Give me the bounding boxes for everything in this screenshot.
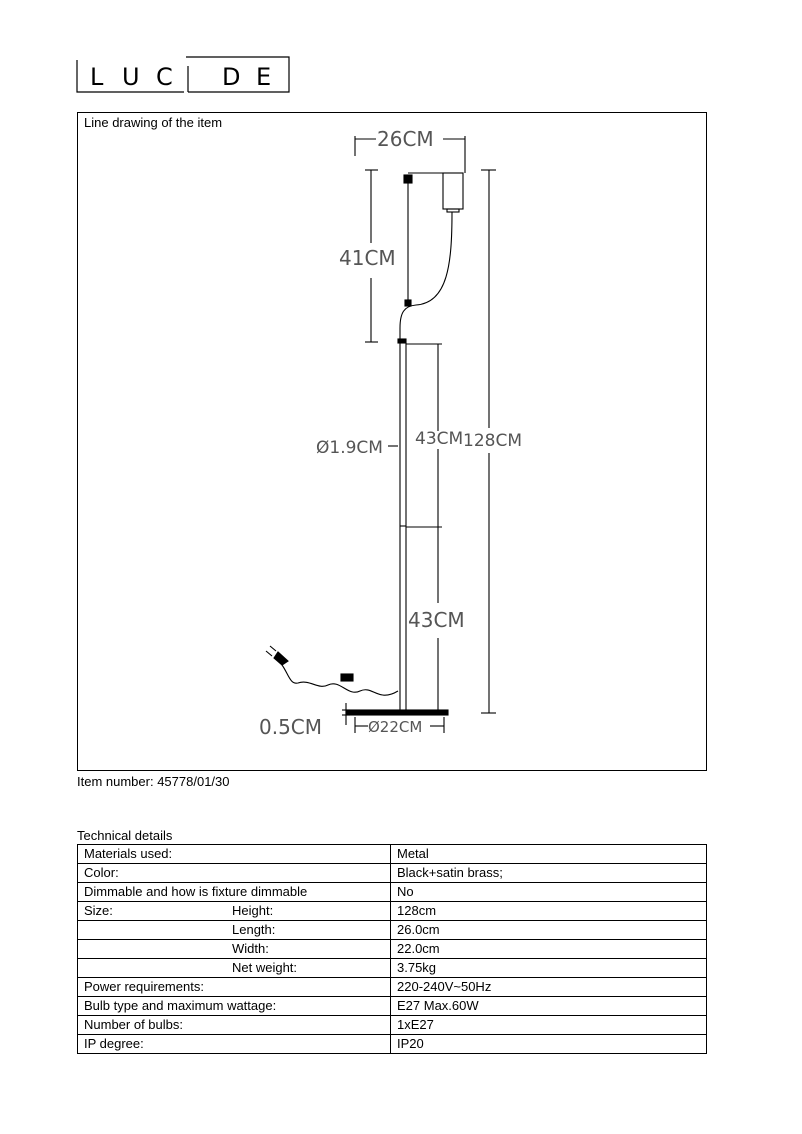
spec-label: Dimmable and how is fixture dimmable — [84, 884, 308, 899]
logo-letter-i: I — [196, 63, 203, 91]
spec-sublabel: Width: — [232, 941, 269, 956]
spec-label-cell: Number of bulbs: — [77, 1015, 391, 1035]
spec-value: 3.75kg — [390, 958, 707, 978]
spec-label-cell: IP degree: — [77, 1034, 391, 1054]
spec-row: Dimmable and how is fixture dimmable No — [77, 882, 707, 902]
spec-label: Color: — [84, 865, 119, 880]
drawing-caption: Line drawing of the item — [84, 115, 223, 130]
dim-upper-section: 43CM — [415, 429, 463, 449]
spec-row: Bulb type and maximum wattage: E27 Max.60… — [77, 996, 707, 1016]
dim-total-height: 128CM — [463, 431, 522, 451]
dim-arm-height: 41CM — [339, 246, 396, 270]
logo-letter-e: E — [256, 63, 271, 91]
spec-row: Power requirements: 220-240V~50Hz — [77, 977, 707, 997]
spec-label: Power requirements: — [84, 979, 204, 994]
brand-logo: L U C I D E — [76, 56, 290, 96]
spec-label-cell: Power requirements: — [77, 977, 391, 997]
spec-value: No — [390, 882, 707, 902]
spec-value: 26.0cm — [390, 920, 707, 940]
spec-label-cell: Materials used: — [77, 844, 391, 864]
item-number: Item number: 45778/01/30 — [77, 774, 230, 789]
spec-label: IP degree: — [84, 1036, 144, 1051]
logo-letter-c: C — [156, 63, 173, 91]
spec-row: Net weight: 3.75kg — [77, 958, 707, 978]
spec-value: 128cm — [390, 901, 707, 921]
line-drawing-panel: Line drawing of the item — [77, 112, 707, 771]
spec-label-cell: Length: — [77, 920, 391, 940]
spec-row: Number of bulbs: 1xE27 — [77, 1015, 707, 1035]
spec-row: Length: 26.0cm — [77, 920, 707, 940]
dim-base-thickness: 0.5CM — [259, 715, 322, 739]
spec-label: Bulb type and maximum wattage: — [84, 998, 277, 1013]
lamp-line-drawing: 26CM 41CM Ø1.9CM 43CM 128CM 43CM 0.5CM Ø… — [259, 127, 522, 739]
spec-value: 22.0cm — [390, 939, 707, 959]
spec-label-cell: Dimmable and how is fixture dimmable — [77, 882, 391, 902]
spec-value: Black+satin brass; — [390, 863, 707, 883]
spec-sublabel: Net weight: — [232, 960, 298, 975]
spec-row: Size: Height: 128cm — [77, 901, 707, 921]
spec-row: Color: Black+satin brass; — [77, 863, 707, 883]
logo-letter-l: L — [90, 63, 104, 91]
spec-value: 1xE27 — [390, 1015, 707, 1035]
logo-letter-u: U — [122, 63, 140, 91]
spec-row: Width: 22.0cm — [77, 939, 707, 959]
dim-tube-diameter: Ø1.9CM — [316, 438, 383, 458]
spec-row: IP degree: IP20 — [77, 1034, 707, 1054]
spec-sublabel: Height: — [232, 903, 274, 918]
spec-row: Materials used: Metal — [77, 844, 707, 864]
spec-label-cell: Size: Height: — [77, 901, 391, 921]
logo-letter-d: D — [222, 63, 240, 91]
dim-base-diameter: Ø22CM — [368, 718, 422, 736]
spec-value: Metal — [390, 844, 707, 864]
spec-value: IP20 — [390, 1034, 707, 1054]
spec-label-cell: Color: — [77, 863, 391, 883]
spec-label-cell: Net weight: — [77, 958, 391, 978]
dim-lower-section: 43CM — [408, 608, 465, 632]
dim-top-width: 26CM — [377, 127, 434, 151]
spec-value: E27 Max.60W — [390, 996, 707, 1016]
technical-details-title: Technical details — [77, 828, 173, 843]
spec-label: Materials used: — [84, 846, 173, 861]
spec-label: Number of bulbs: — [84, 1017, 183, 1032]
spec-value: 220-240V~50Hz — [390, 977, 707, 997]
spec-label: Size: — [84, 903, 113, 918]
spec-label-cell: Bulb type and maximum wattage: — [77, 996, 391, 1016]
spec-sublabel: Length: — [232, 922, 276, 937]
spec-label-cell: Width: — [77, 939, 391, 959]
